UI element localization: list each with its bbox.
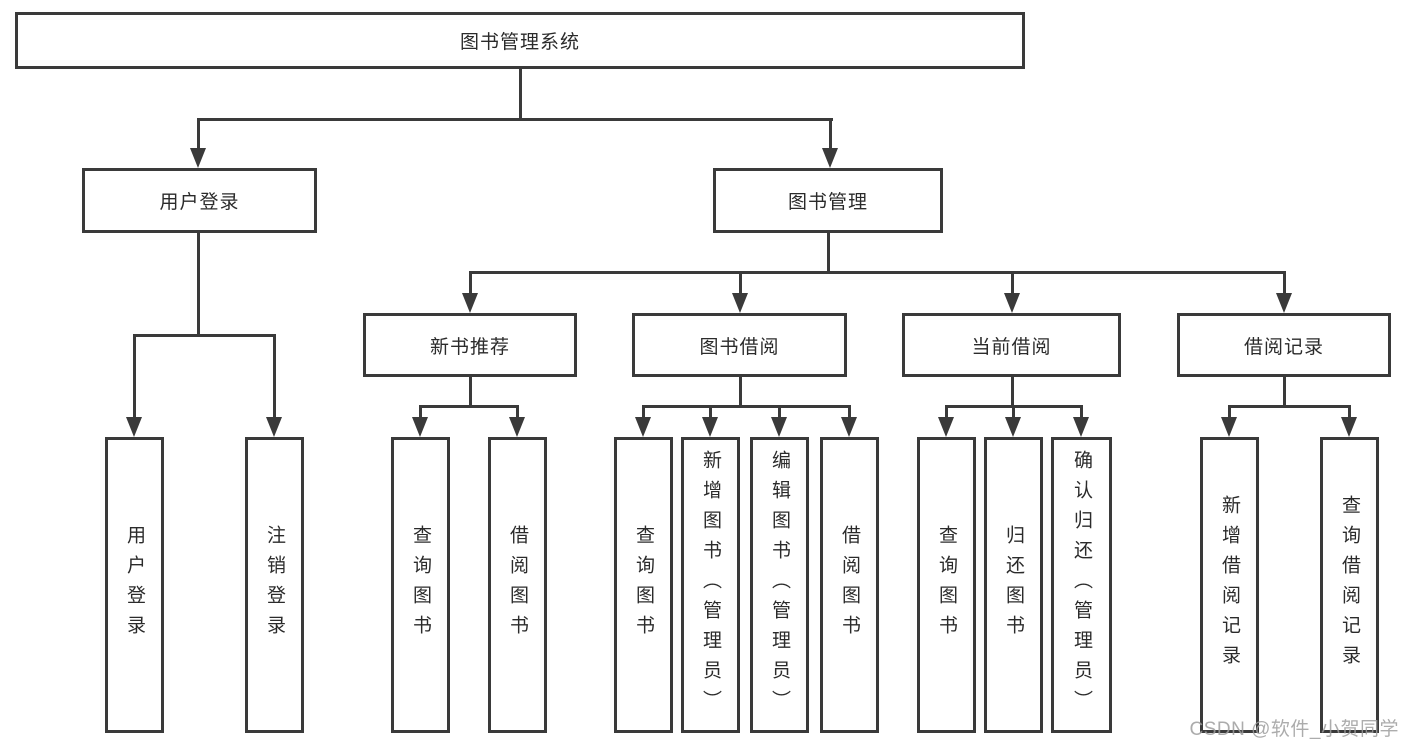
arrowhead-down: [1005, 417, 1021, 437]
leaf-user-login: 用户登录: [105, 437, 164, 733]
leaf-query-books-1: 查询图书: [391, 437, 450, 733]
connector-line: [419, 405, 519, 408]
leaf-label: 新增借阅记录: [1219, 495, 1240, 675]
leaf-label: 查询图书: [936, 525, 957, 645]
connector-line: [1011, 377, 1014, 407]
arrowhead-down: [1341, 417, 1357, 437]
connector-line: [519, 68, 522, 120]
connector-line: [1012, 405, 1015, 419]
node-user-login: 用户登录: [82, 168, 317, 233]
connector-line: [469, 377, 472, 407]
leaf-return-books: 归还图书: [984, 437, 1043, 733]
leaf-label: 用户登录: [124, 525, 145, 645]
leaf-label: 查询借阅记录: [1339, 495, 1360, 675]
node-book-management: 图书管理: [713, 168, 943, 233]
node-new-book-recommendation: 新书推荐: [363, 313, 577, 377]
connector-line: [848, 405, 851, 419]
connector-line: [133, 334, 136, 419]
node-book-borrowing: 图书借阅: [632, 313, 847, 377]
leaf-query-books-3: 查询图书: [917, 437, 976, 733]
connector-line: [709, 405, 712, 419]
leaf-label: 新增图书（管理员）: [700, 450, 721, 720]
leaf-label: 确认归还（管理员）: [1071, 450, 1092, 720]
csdn-watermark: CSDN @软件_小贺同学: [1189, 719, 1399, 740]
connector-line: [827, 233, 830, 274]
arrowhead-down: [462, 293, 478, 313]
node-label: 借阅记录: [1243, 336, 1324, 358]
node-label: 用户登录: [159, 192, 240, 213]
connector-line: [642, 405, 645, 419]
leaf-edit-books-admin: 编辑图书（管理员）: [750, 437, 809, 733]
node-label: 图书管理: [787, 192, 868, 213]
connector-line: [1011, 271, 1014, 295]
connector-line: [1228, 405, 1351, 408]
leaf-label: 归还图书: [1003, 525, 1024, 645]
node-borrowing-records: 借阅记录: [1177, 313, 1391, 377]
connector-line: [1348, 405, 1351, 419]
arrowhead-down: [635, 417, 651, 437]
connector-line: [778, 405, 781, 419]
node-label: 新书推荐: [429, 336, 510, 358]
arrowhead-down: [509, 417, 525, 437]
leaf-label: 编辑图书（管理员）: [769, 450, 790, 720]
connector-line: [197, 233, 200, 336]
connector-line: [469, 271, 472, 295]
arrowhead-down: [841, 417, 857, 437]
arrowhead-down: [1276, 293, 1292, 313]
leaf-label: 查询图书: [633, 525, 654, 645]
connector-line: [1228, 405, 1231, 419]
node-current-borrowing: 当前借阅: [902, 313, 1121, 377]
leaf-label: 借阅图书: [507, 525, 528, 645]
leaf-borrow-books-2: 借阅图书: [820, 437, 879, 733]
node-label: 当前借阅: [971, 336, 1052, 358]
connector-line: [469, 271, 1286, 274]
leaf-label: 查询图书: [410, 525, 431, 645]
connector-line: [1283, 271, 1286, 295]
connector-line: [419, 405, 422, 419]
arrowhead-down: [1004, 293, 1020, 313]
connector-line: [945, 405, 948, 419]
leaf-borrow-books-1: 借阅图书: [488, 437, 547, 733]
arrowhead-down: [126, 417, 142, 437]
arrowhead-down: [938, 417, 954, 437]
node-label: 图书借阅: [699, 336, 780, 358]
arrowhead-down: [771, 417, 787, 437]
leaf-add-books-admin: 新增图书（管理员）: [681, 437, 740, 733]
connector-line: [273, 334, 276, 419]
leaf-add-borrow-record: 新增借阅记录: [1200, 437, 1259, 733]
connector-line: [829, 118, 832, 150]
arrowhead-down: [1221, 417, 1237, 437]
connector-line: [516, 405, 519, 419]
arrowhead-down: [732, 293, 748, 313]
leaf-logout: 注销登录: [245, 437, 304, 733]
node-label: 图书管理系统: [459, 32, 580, 53]
connector-line: [642, 405, 851, 408]
leaf-query-books-2: 查询图书: [614, 437, 673, 733]
arrowhead-down: [190, 148, 206, 168]
node-library-management-system: 图书管理系统: [15, 12, 1025, 69]
arrowhead-down: [1073, 417, 1089, 437]
arrowhead-down: [822, 148, 838, 168]
leaf-confirm-return-admin: 确认归还（管理员）: [1051, 437, 1112, 733]
connector-line: [1283, 377, 1286, 407]
arrowhead-down: [702, 417, 718, 437]
connector-line: [739, 271, 742, 295]
connector-line: [739, 377, 742, 407]
leaf-query-borrow-record: 查询借阅记录: [1320, 437, 1379, 733]
connector-line: [1080, 405, 1083, 419]
leaf-label: 注销登录: [264, 525, 285, 645]
arrowhead-down: [412, 417, 428, 437]
arrowhead-down: [266, 417, 282, 437]
leaf-label: 借阅图书: [839, 525, 860, 645]
connector-line: [133, 334, 275, 337]
connector-line: [197, 118, 200, 150]
connector-line: [197, 118, 833, 121]
